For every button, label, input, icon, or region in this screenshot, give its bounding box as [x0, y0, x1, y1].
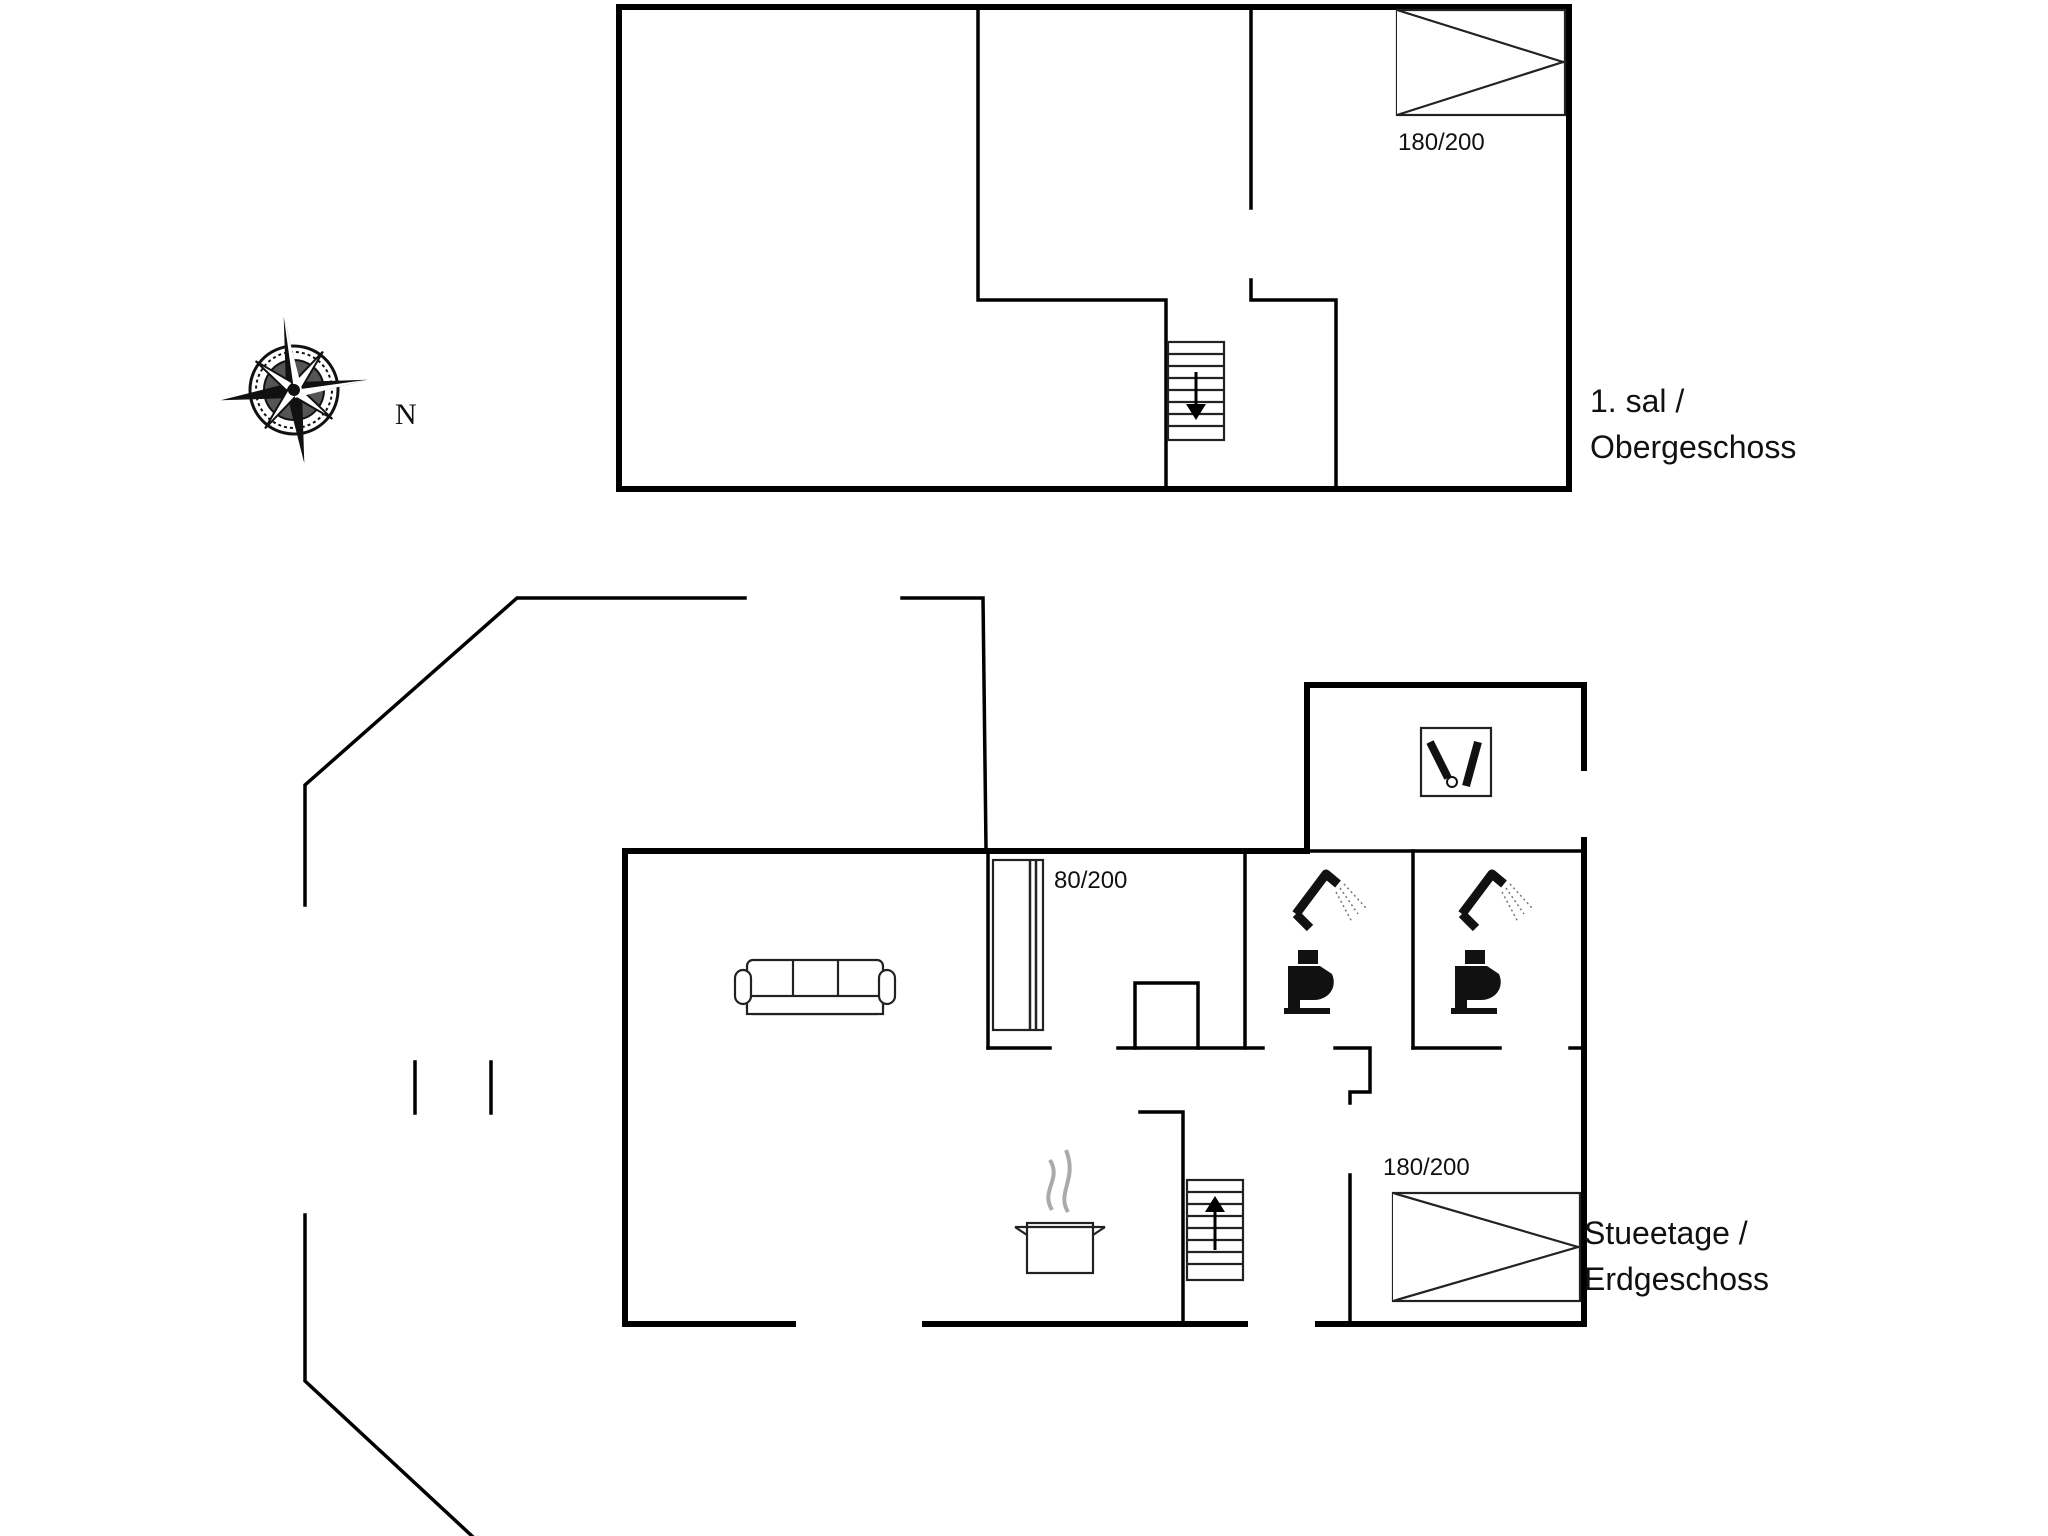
- shower-icon: [1292, 869, 1367, 932]
- utility-wall: [1304, 682, 1587, 854]
- ground-floor-label-line2: Erdgeschoss: [1584, 1261, 1769, 1297]
- upper-wall-left-room: [976, 5, 1168, 491]
- sofa-icon: [733, 958, 897, 1016]
- terrace-top: [303, 596, 747, 907]
- upper-floor-label-line2: Obergeschoss: [1590, 429, 1796, 465]
- upper-floor-label-line1: 1. sal /: [1590, 383, 1684, 419]
- shower-icon: [1458, 869, 1533, 932]
- utility-room-icon: [1419, 726, 1493, 798]
- upper-bed: [1395, 8, 1567, 117]
- terrace-top-right: [900, 596, 988, 850]
- compass-rose-icon: [220, 316, 368, 464]
- wall-stair: [1138, 1110, 1185, 1326]
- upper-floor-outline: [616, 4, 1572, 492]
- toilet-icon: [1284, 950, 1334, 1014]
- wall-hall-jog: [1333, 1046, 1372, 1105]
- stairs-up-icon: [1185, 1178, 1245, 1282]
- cooking-pot-icon: [1014, 1149, 1106, 1275]
- ground-bed: [1391, 1191, 1582, 1303]
- compass-north-label: N: [395, 398, 417, 431]
- single-bed: [991, 858, 1045, 1032]
- ground-floor-label-line1: Stueetage /: [1584, 1215, 1748, 1251]
- stairs-down-icon: [1166, 340, 1226, 442]
- house-wall-left: [622, 848, 1310, 1327]
- upper-floor: 180/200 1. sal / Obergeschoss: [616, 4, 1796, 492]
- upper-bed-size-label: 180/200: [1398, 129, 1485, 156]
- terrace-bottom: [303, 1213, 475, 1536]
- upper-wall-middle-bottom: [1249, 278, 1338, 491]
- wall-closet: [1133, 981, 1200, 1050]
- single-bed-size-label: 80/200: [1054, 867, 1127, 894]
- ground-bed-size-label: 180/200: [1383, 1154, 1470, 1181]
- ground-floor: 80/200: [303, 596, 1769, 1536]
- toilet-icon: [1451, 950, 1501, 1014]
